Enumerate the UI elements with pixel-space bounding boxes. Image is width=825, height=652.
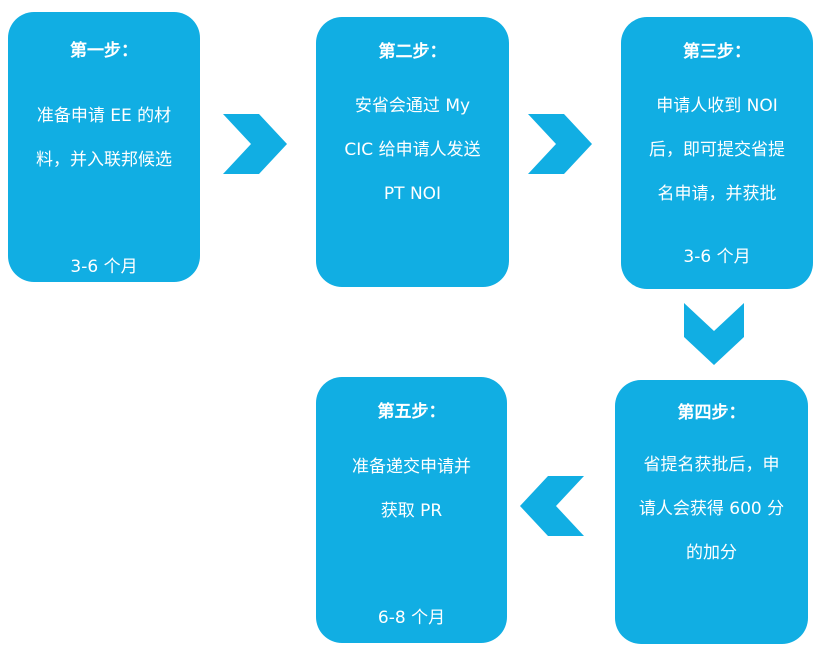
step-3-duration: 3-6 个月 bbox=[683, 247, 751, 267]
step-5-title: 第五步： bbox=[377, 402, 446, 422]
step-3-box: 第三步： 申请人收到 NOI 后，即可提交省提 名申请，并获批 3-6 个月 bbox=[621, 17, 813, 289]
step-2-title: 第二步： bbox=[378, 42, 447, 62]
step-2-description: 安省会通过 My CIC 给申请人发送 PT NOI bbox=[344, 96, 481, 204]
step-4-description: 省提名获批后，申 请人会获得 600 分 的加分 bbox=[638, 455, 785, 563]
right-arrow-icon bbox=[223, 114, 287, 174]
step-3-title: 第三步： bbox=[683, 42, 751, 62]
step-4-title: 第四步： bbox=[677, 403, 746, 423]
step-3-description: 申请人收到 NOI 后，即可提交省提 名申请，并获批 bbox=[649, 96, 785, 204]
down-arrow-icon bbox=[684, 303, 744, 365]
right-arrow-icon bbox=[528, 114, 592, 174]
left-arrow-icon bbox=[520, 476, 584, 536]
step-5-box: 第五步： 准备递交申请并 获取 PR 6-8 个月 bbox=[316, 377, 507, 643]
step-1-description: 准备申请 EE 的材 料，并入联邦候选 bbox=[36, 106, 172, 170]
step-1-title: 第一步： bbox=[70, 41, 138, 61]
step-1-duration: 3-6 个月 bbox=[70, 257, 138, 277]
step-2-box: 第二步： 安省会通过 My CIC 给申请人发送 PT NOI bbox=[316, 17, 509, 287]
step-1-box: 第一步： 准备申请 EE 的材 料，并入联邦候选 3-6 个月 bbox=[8, 12, 200, 282]
step-4-box: 第四步： 省提名获批后，申 请人会获得 600 分 的加分 bbox=[615, 380, 808, 644]
step-5-duration: 6-8 个月 bbox=[377, 608, 446, 628]
step-5-description: 准备递交申请并 获取 PR bbox=[352, 457, 471, 521]
